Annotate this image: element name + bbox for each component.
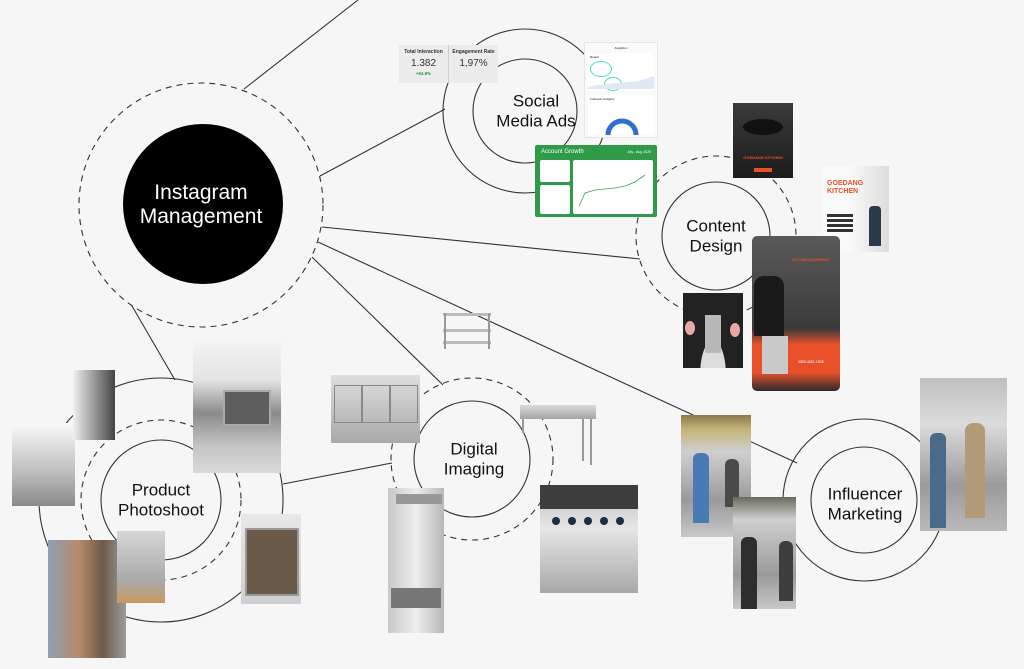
node-label-digital-imaging: Digital Imaging xyxy=(444,439,504,478)
chef-figure xyxy=(754,276,784,336)
stat-label: Total Interaction xyxy=(404,49,443,55)
analytics-title: Analytics xyxy=(614,46,628,50)
edge-content-design xyxy=(321,226,641,260)
stat-label: Engagement Rate xyxy=(452,49,495,55)
photo-microwave-kitchen xyxy=(193,340,281,473)
total-interaction-stat: Total Interaction 1.382 +84.8% xyxy=(399,45,448,83)
photo-dishwasher xyxy=(48,540,126,658)
wok-shape xyxy=(743,119,783,135)
label-line: Social xyxy=(512,91,560,111)
social-media-ads-inner-ring xyxy=(472,58,578,164)
person-figure xyxy=(869,206,881,246)
label-line: Influencer xyxy=(827,484,903,504)
product-saladette-chiller xyxy=(331,375,420,443)
influencer-marketing-inner-ring xyxy=(810,446,918,554)
edge-social-media-ads xyxy=(319,108,446,177)
edge-top-offscreen xyxy=(243,0,359,90)
photo-influencer-interview xyxy=(920,378,1007,531)
analytics-section-followers: Follower Insights xyxy=(590,97,615,101)
ice-cream-machine xyxy=(705,315,721,353)
stat-value: 1.382 xyxy=(410,58,437,69)
center-node-disc xyxy=(123,124,283,284)
poster-bullet xyxy=(827,224,853,227)
follower-gauge xyxy=(605,118,639,136)
product-work-table xyxy=(443,311,492,351)
center-label-line-2: Management xyxy=(139,205,263,228)
growth-line-chart xyxy=(573,160,653,214)
center-node-label: Instagram Management xyxy=(140,181,263,229)
poster-ice-cream xyxy=(683,293,743,368)
label-line: Marketing xyxy=(827,504,903,523)
label-line: Design xyxy=(689,236,743,255)
poster-wok: GOEDANG KITCHEN xyxy=(733,103,793,178)
poster-phone: 0855-4651-1898 xyxy=(798,360,824,364)
node-label-social-media-ads: Social Media Ads xyxy=(496,91,575,130)
stats-card: Total Interaction 1.382 +84.8% Engagemen… xyxy=(399,45,498,83)
label-line: Digital xyxy=(450,439,498,459)
poster-headline: GOEDANG KITCHEN xyxy=(827,180,864,195)
label-line: Media Ads xyxy=(496,111,576,130)
label-line: Imaging xyxy=(443,459,505,478)
photo-ice-cream-machine xyxy=(73,370,115,440)
highlight-circle xyxy=(590,61,612,77)
stove-product xyxy=(762,336,788,374)
poster-bullet xyxy=(827,219,853,222)
photo-influencer-warehouse-2 xyxy=(733,497,796,609)
growth-stat-box xyxy=(540,160,570,182)
node-label-product-photoshoot: Product Photoshoot xyxy=(118,480,204,519)
center-label-line-1: Instagram xyxy=(154,180,248,204)
node-label-influencer-marketing: Influencer Marketing xyxy=(828,484,903,523)
photo-undercounter-drawer xyxy=(117,531,165,603)
photo-kitchen-showroom xyxy=(12,423,75,506)
account-growth-date: July - Aug 2025 xyxy=(626,150,651,154)
photo-holding-cabinet xyxy=(241,514,301,604)
label-line: Content xyxy=(686,216,746,236)
stat-delta: +84.8% xyxy=(415,71,432,76)
label-line: Product xyxy=(131,480,191,500)
label-line: Photoshoot xyxy=(117,500,205,519)
poster-headline: KITCHEN EQUIPMENT xyxy=(792,258,830,262)
account-growth-card: Account Growth July - Aug 2025 xyxy=(535,145,657,217)
poster-brand: GOEDANG KITCHEN xyxy=(743,155,783,160)
ice-cream-cone xyxy=(685,321,695,335)
analytics-screenshot: Analytics Reach Follower Insights xyxy=(584,42,658,138)
digital-imaging-dashed-ring xyxy=(390,377,554,541)
center-dashed-ring xyxy=(78,82,324,328)
edge-product-photoshoot xyxy=(131,305,176,381)
poster-cta xyxy=(754,168,772,172)
poster-kitchen-equipment: KITCHEN EQUIPMENT 0855-4651-1898 xyxy=(752,236,840,391)
product-sink-table xyxy=(520,399,596,465)
photo-influencer-warehouse-1 xyxy=(681,415,751,537)
poster-bullet xyxy=(827,229,853,232)
analytics-section-reach: Reach xyxy=(590,55,600,59)
account-growth-title: Account Growth xyxy=(541,149,584,155)
engagement-rate-stat: Engagement Rate 1,97% xyxy=(448,45,498,83)
product-chip-dump-station xyxy=(388,488,444,633)
stat-value: 1,97% xyxy=(459,58,488,69)
digital-imaging-inner-ring xyxy=(413,400,531,518)
edge-digital-imaging xyxy=(311,256,444,386)
poster-bullet xyxy=(827,214,853,217)
growth-line-svg xyxy=(578,174,646,207)
node-label-content-design: Content Design xyxy=(686,216,746,255)
growth-stat-box xyxy=(540,185,570,214)
edge-photoshoot-imaging xyxy=(282,462,393,485)
reach-area-chart xyxy=(588,76,654,89)
ice-cream-cone xyxy=(730,323,740,337)
product-gas-range-oven xyxy=(540,485,638,593)
